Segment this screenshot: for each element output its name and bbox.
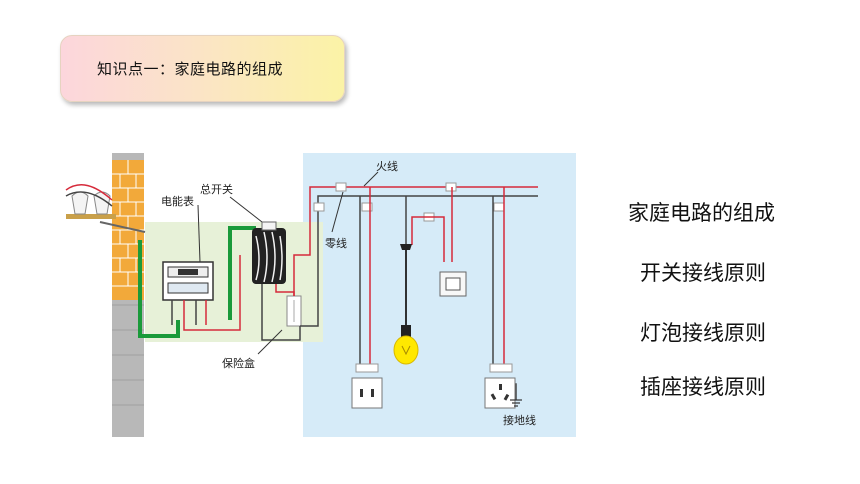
three-pin-socket — [484, 377, 516, 409]
label-live-wire: 火线 — [376, 160, 398, 173]
insulator-bracket — [65, 184, 146, 233]
label-ground-wire: 接地线 — [503, 414, 536, 427]
two-pin-socket — [351, 377, 383, 409]
fuse-box — [286, 295, 302, 327]
label-neutral-wire: 零线 — [325, 237, 347, 250]
menu-item-switch-wiring[interactable]: 开关接线原则 — [640, 261, 766, 285]
section-title-box: 知识点一：家庭电路的组成 — [60, 35, 345, 102]
neutral-wire-line — [300, 195, 538, 327]
menu-item-socket-wiring[interactable]: 插座接线原则 — [640, 375, 766, 399]
light-bulb — [393, 244, 419, 365]
live-wire-line — [293, 186, 538, 296]
wall-switch — [439, 271, 467, 297]
menu-item-bulb-wiring[interactable]: 灯泡接线原则 — [640, 321, 766, 345]
ground-symbol — [510, 399, 522, 407]
service-green-wire — [138, 240, 180, 338]
main-switch — [252, 221, 286, 284]
electric-meter — [162, 261, 214, 325]
menu-item-composition[interactable]: 家庭电路的组成 — [628, 201, 775, 225]
section-title: 知识点一：家庭电路的组成 — [97, 60, 284, 78]
label-main-switch: 总开关 — [200, 183, 233, 196]
label-fuse-box: 保险盒 — [222, 357, 255, 370]
label-meter: 电能表 — [161, 195, 194, 208]
